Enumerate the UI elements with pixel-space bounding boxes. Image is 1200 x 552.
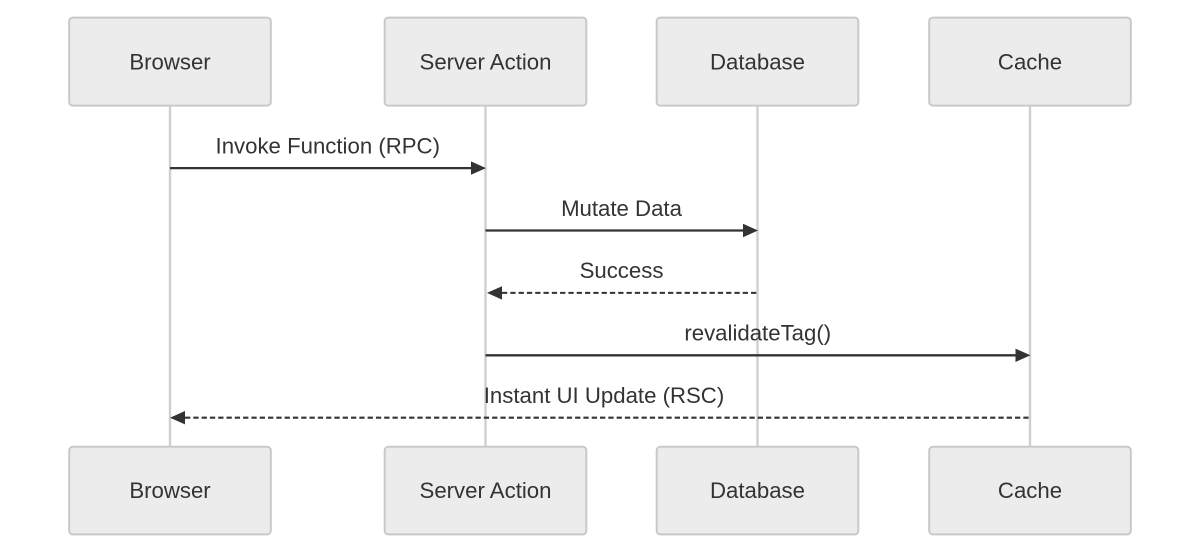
svg-text:Server Action: Server Action [420,49,552,74]
svg-text:Mutate Data: Mutate Data [561,196,683,221]
svg-text:Instant UI Update (RSC): Instant UI Update (RSC) [484,383,724,408]
svg-text:Browser: Browser [129,49,211,74]
svg-text:Server Action: Server Action [420,478,552,503]
svg-text:Invoke Function (RPC): Invoke Function (RPC) [216,133,440,158]
svg-text:Cache: Cache [998,49,1062,74]
svg-text:revalidateTag(): revalidateTag() [684,321,831,346]
svg-text:Browser: Browser [129,478,211,503]
svg-text:Cache: Cache [998,478,1062,503]
svg-text:Success: Success [580,258,664,283]
svg-text:Database: Database [710,478,805,503]
svg-text:Database: Database [710,49,805,74]
